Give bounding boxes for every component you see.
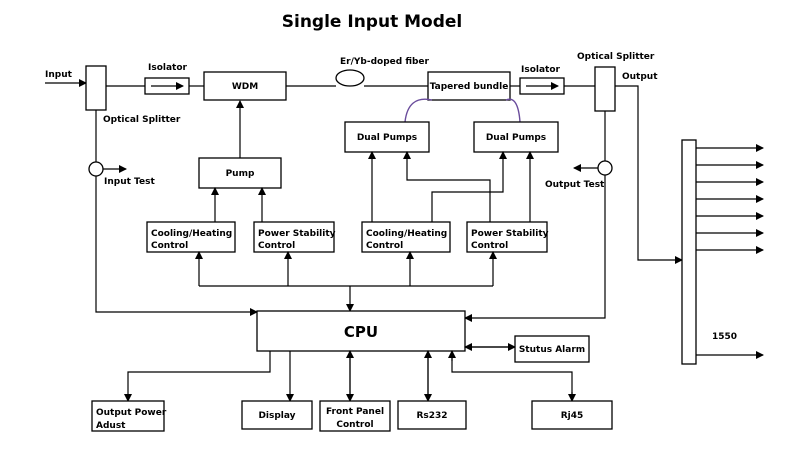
pump-fiber-right (505, 98, 521, 123)
rs232-block (397, 400, 467, 430)
output-label: Output (622, 72, 658, 82)
front-panel-line2: Control (336, 420, 373, 430)
pump-label: Pump (226, 169, 255, 179)
tapered-bundle-block (427, 71, 511, 101)
optical-splitter-right (594, 66, 616, 112)
output-power-adjust-block (91, 400, 165, 432)
cpu-label: CPU (344, 323, 378, 341)
front-panel-control-block (319, 400, 391, 432)
cooling-heating-1-line2: Control (151, 241, 188, 251)
cpu-to-output-power-adjust (124, 351, 271, 402)
er-yb-fiber-coil (335, 69, 365, 87)
dual-pumps-left-block (344, 121, 430, 153)
rj45-block (531, 400, 613, 430)
wavelength-label: 1550 (712, 332, 737, 342)
input-test-label: Input Test (104, 177, 155, 187)
pump-block (198, 157, 282, 189)
status-alarm-label: Stutus Alarm (519, 345, 585, 355)
ps2-to-dual-pumps-left (403, 151, 491, 222)
cooling-heating-2-line2: Control (366, 241, 403, 251)
output-power-adjust-line2: Adust (96, 421, 126, 431)
cooling-heating-control-2 (361, 221, 451, 253)
output-test-to-cpu (464, 175, 606, 322)
ch2-to-dual-pumps-right (431, 151, 507, 222)
cpu-block (256, 310, 466, 352)
tapered-bundle-label: Tapered bundle (430, 82, 509, 92)
output-test-label: Output Test (545, 180, 605, 190)
cooling-heating-2-line1: Cooling/Heating (366, 229, 447, 239)
optical-splitter-left (85, 65, 107, 111)
power-stability-1-line1: Power Stability (258, 229, 336, 239)
input-test-to-cpu (95, 176, 258, 316)
dual-pumps-right-label: Dual Pumps (486, 133, 546, 143)
cooling-heating-1-line1: Cooling/Heating (151, 229, 232, 239)
input-test-port (88, 161, 104, 177)
display-block (241, 400, 313, 430)
power-stability-1-line2: Control (258, 241, 295, 251)
output-test-port (597, 160, 613, 176)
output-to-distribution (615, 85, 683, 264)
optical-splitter-left-label: Optical Splitter (103, 115, 181, 125)
isolator-left-label: Isolator (148, 63, 188, 73)
isolator-right-label: Isolator (521, 65, 561, 75)
dual-pumps-right-block (473, 121, 559, 153)
power-stability-2-line2: Control (471, 241, 508, 251)
optical-splitter-right-label: Optical Splitter (577, 52, 655, 62)
power-stability-control-1 (253, 221, 335, 253)
fiber-label: Er/Yb-doped fiber (340, 57, 430, 67)
status-alarm-block (514, 335, 590, 363)
dual-pumps-left-label: Dual Pumps (357, 133, 417, 143)
power-stability-control-2 (466, 221, 548, 253)
distribution-bar (681, 139, 697, 365)
rs232-label: Rs232 (416, 411, 447, 421)
power-stability-2-line1: Power Stability (471, 229, 549, 239)
wdm-block (203, 71, 287, 101)
pump-fiber-left (404, 98, 433, 123)
cpu-to-rj45-line (451, 356, 573, 396)
cooling-heating-control-1 (146, 221, 236, 253)
rj45-label: Rj45 (561, 411, 584, 421)
display-label: Display (258, 411, 295, 421)
diagram-title: Single Input Model (282, 12, 462, 32)
output-power-adjust-line1: Output Power (96, 408, 167, 418)
wdm-label: WDM (232, 82, 258, 92)
input-label: Input (45, 70, 73, 80)
front-panel-line1: Front Panel (326, 407, 384, 417)
